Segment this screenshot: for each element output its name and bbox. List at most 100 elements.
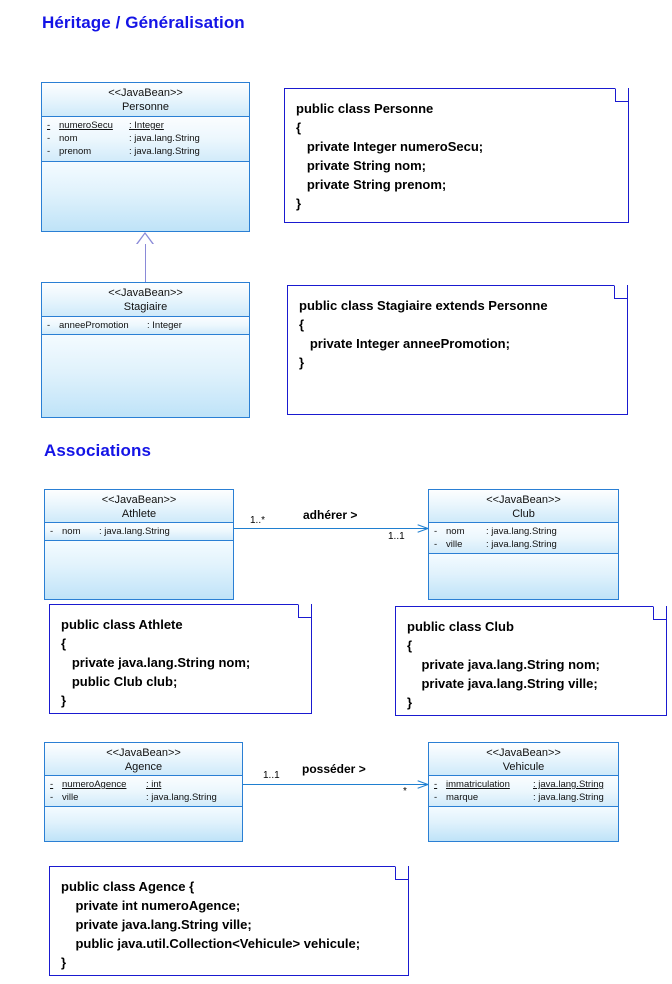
attribute-type: : java.lang.String	[486, 539, 557, 550]
attribute-type: : java.lang.String	[99, 526, 170, 537]
class-stereotype: <<JavaBean>>	[486, 747, 561, 759]
note-fold-corner	[615, 88, 628, 102]
class-operations-agence	[45, 807, 242, 841]
uml-class-personne[interactable]: <<JavaBean>> Personne - numeroSecu : Int…	[41, 82, 250, 232]
note-club-code: public class Club { private java.lang.St…	[395, 606, 667, 716]
attribute-visibility: -	[434, 526, 438, 537]
note-code-text: public class Club { private java.lang.St…	[407, 619, 600, 710]
note-athlete-code: public class Athlete { private java.lang…	[49, 604, 312, 714]
class-name: Stagiaire	[123, 301, 168, 313]
class-attributes-vehicule: - immatriculation : java.lang.String - m…	[429, 776, 618, 807]
note-personne-code: public class Personne { private Integer …	[284, 88, 629, 223]
attribute-visibility: -	[47, 133, 51, 144]
note-fold-corner	[395, 866, 408, 880]
attribute-type: : java.lang.String	[533, 779, 604, 790]
attribute-visibility: -	[50, 792, 54, 803]
section-title-heritage: Héritage / Généralisation	[42, 13, 245, 32]
attribute-row: - anneePromotion : Integer	[42, 319, 249, 332]
class-attributes-agence: - numeroAgence : int - ville : java.lang…	[45, 776, 242, 807]
class-operations-vehicule	[429, 807, 618, 841]
attribute-visibility: -	[47, 120, 51, 131]
attribute-name: nom	[62, 526, 81, 537]
section-title-associations: Associations	[44, 441, 152, 460]
class-header-vehicule: <<JavaBean>> Vehicule	[429, 743, 618, 776]
attribute-name: numeroSecu	[59, 120, 113, 131]
attribute-row: - nom : java.lang.String	[45, 525, 233, 538]
note-code-text: public class Personne { private Integer …	[296, 101, 484, 211]
class-attributes-stagiaire: - anneePromotion : Integer	[42, 317, 249, 335]
class-operations-club	[429, 554, 618, 599]
attribute-type: : java.lang.String	[146, 792, 217, 803]
uml-class-stagiaire[interactable]: <<JavaBean>> Stagiaire - anneePromotion …	[41, 282, 250, 418]
attribute-name: anneePromotion	[59, 320, 129, 331]
class-stereotype: <<JavaBean>>	[106, 747, 181, 759]
attribute-visibility: -	[47, 146, 51, 157]
attribute-name: prenom	[59, 146, 92, 157]
class-stereotype: <<JavaBean>>	[108, 287, 183, 299]
multiplicity-adherer-target: 1..1	[388, 531, 405, 542]
uml-class-club[interactable]: <<JavaBean>> Club - nom : java.lang.Stri…	[428, 489, 619, 600]
association-label-posseder: posséder >	[302, 762, 366, 776]
attribute-name: nom	[59, 133, 78, 144]
note-fold-corner	[298, 604, 311, 618]
class-name: Vehicule	[502, 761, 545, 773]
class-operations-personne	[42, 162, 249, 231]
multiplicity-posseder-target: *	[403, 786, 407, 797]
association-label-adherer: adhérer >	[303, 508, 358, 522]
multiplicity-adherer-source: 1..*	[250, 515, 266, 526]
attribute-visibility: -	[434, 779, 438, 790]
attribute-row: - prenom : java.lang.String	[42, 145, 249, 158]
attribute-visibility: -	[50, 526, 54, 537]
attribute-row: - numeroAgence : int	[45, 778, 242, 791]
attribute-row: - nom : java.lang.String	[42, 132, 249, 145]
note-code-text: public class Stagiaire extends Personne …	[299, 298, 548, 370]
multiplicity-posseder-source: 1..1	[263, 770, 280, 781]
class-stereotype: <<JavaBean>>	[101, 494, 177, 506]
attribute-row: - ville : java.lang.String	[45, 791, 242, 804]
attribute-name: ville	[446, 539, 463, 550]
association-line-adherer[interactable]	[234, 528, 428, 529]
class-header-agence: <<JavaBean>> Agence	[45, 743, 242, 776]
attribute-type: : Integer	[147, 320, 182, 331]
class-header-athlete: <<JavaBean>> Athlete	[45, 490, 233, 523]
uml-class-vehicule[interactable]: <<JavaBean>> Vehicule - immatriculation …	[428, 742, 619, 842]
attribute-name: immatriculation	[446, 779, 510, 790]
attribute-type: : int	[146, 779, 162, 790]
class-attributes-personne: - numeroSecu : Integer - nom : java.lang…	[42, 117, 249, 162]
class-name: Agence	[124, 761, 163, 773]
uml-class-athlete[interactable]: <<JavaBean>> Athlete - nom : java.lang.S…	[44, 489, 234, 600]
attribute-type: : java.lang.String	[129, 133, 200, 144]
association-line-posseder[interactable]	[243, 784, 428, 785]
attribute-name: numeroAgence	[62, 779, 127, 790]
note-code-text: public class Athlete { private java.lang…	[61, 617, 251, 708]
attribute-type: : java.lang.String	[129, 146, 200, 157]
class-header-stagiaire: <<JavaBean>> Stagiaire	[42, 283, 249, 317]
note-stagiaire-code: public class Stagiaire extends Personne …	[287, 285, 628, 415]
attribute-row: - nom : java.lang.String	[429, 525, 618, 538]
attribute-visibility: -	[50, 779, 54, 790]
uml-class-agence[interactable]: <<JavaBean>> Agence - numeroAgence : int…	[44, 742, 243, 842]
note-fold-corner	[653, 606, 666, 620]
attribute-row: - immatriculation : java.lang.String	[429, 778, 618, 791]
attribute-visibility: -	[434, 792, 438, 803]
attribute-type: : Integer	[129, 120, 164, 131]
class-name: Athlete	[121, 508, 157, 520]
class-header-club: <<JavaBean>> Club	[429, 490, 618, 523]
generalization-arrowhead-fill	[137, 234, 153, 245]
attribute-visibility: -	[434, 539, 438, 550]
class-header-personne: <<JavaBean>> Personne	[42, 83, 249, 117]
class-operations-athlete	[45, 541, 233, 599]
attribute-type: : java.lang.String	[486, 526, 557, 537]
attribute-row: - ville : java.lang.String	[429, 538, 618, 551]
class-name: Club	[512, 508, 535, 520]
note-fold-corner	[614, 285, 627, 299]
attribute-row: - numeroSecu : Integer	[42, 119, 249, 132]
class-attributes-club: - nom : java.lang.String - ville : java.…	[429, 523, 618, 554]
note-agence-code: public class Agence { private int numero…	[49, 866, 409, 976]
class-operations-stagiaire	[42, 335, 249, 417]
attribute-name: ville	[62, 792, 79, 803]
class-stereotype: <<JavaBean>>	[108, 87, 183, 99]
note-code-text: public class Agence { private int numero…	[61, 879, 361, 970]
attribute-type: : java.lang.String	[533, 792, 604, 803]
